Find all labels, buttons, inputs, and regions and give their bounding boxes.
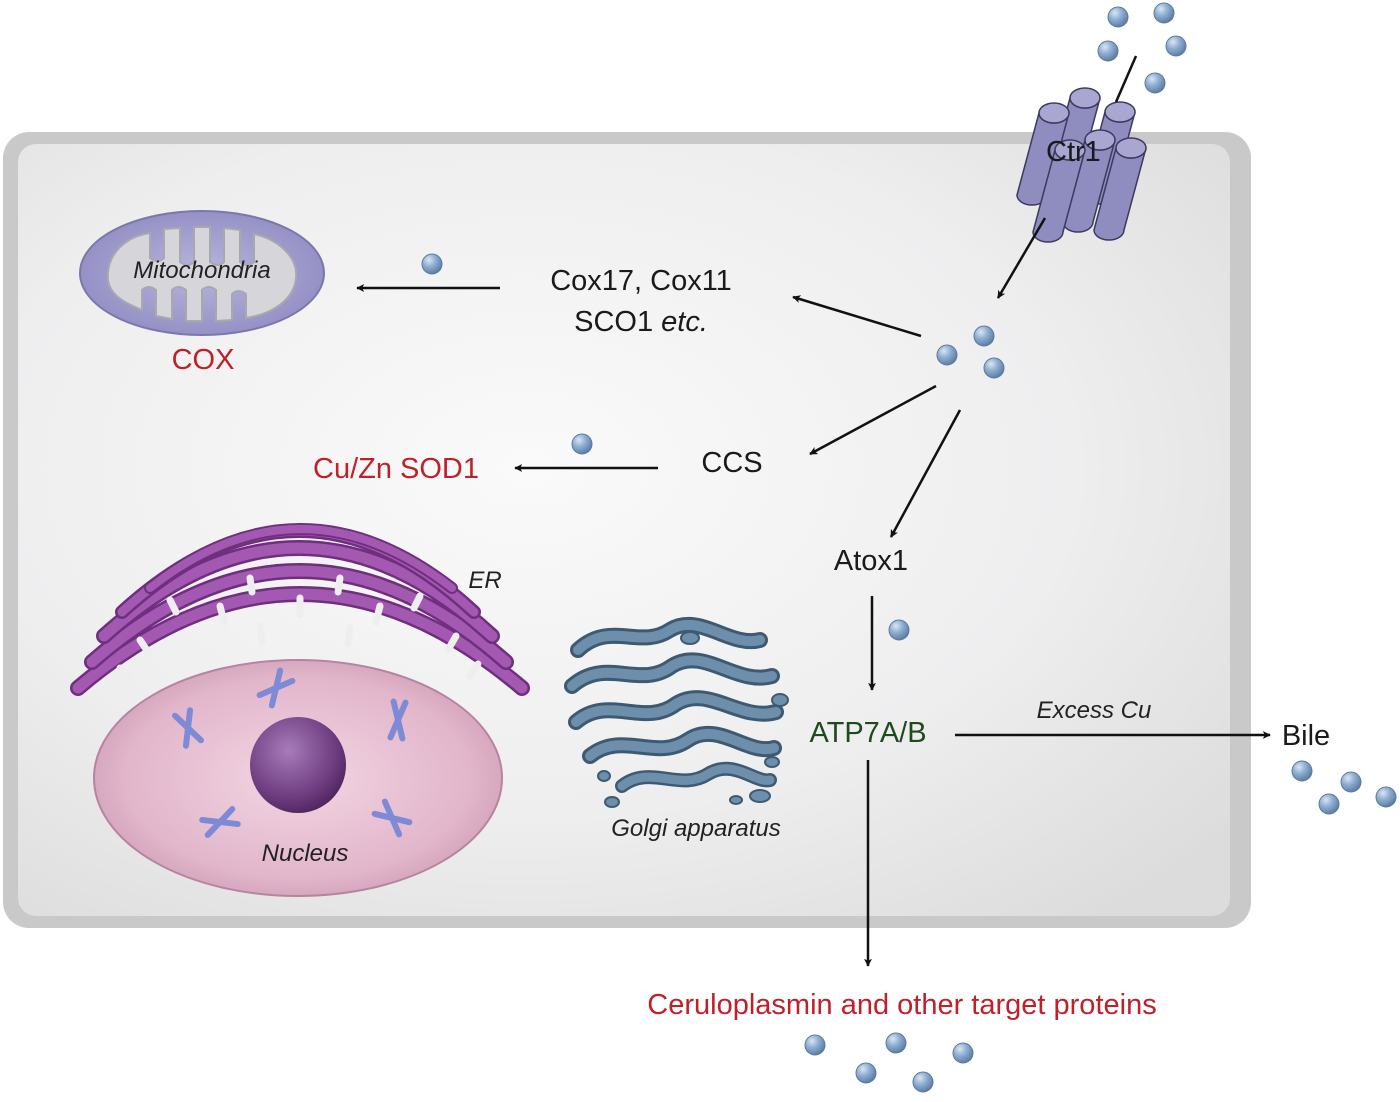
cox17-cox11-label: Cox17, Cox11 — [550, 265, 732, 297]
arrows — [356, 55, 1271, 967]
mitochondria-label: Mitochondria — [133, 257, 270, 284]
copper-ion — [1107, 6, 1129, 28]
copper-ion — [1318, 793, 1340, 815]
cox-label: COX — [172, 344, 235, 376]
atp7-label: ATP7A/B — [809, 717, 926, 749]
ctr1-cylinder — [1093, 137, 1147, 241]
arrow-to-atox1 — [889, 409, 962, 538]
ctr1-cylinder — [1032, 139, 1086, 243]
chromosomes — [172, 667, 413, 838]
line-extracellular-to-ctr1 — [1114, 55, 1138, 103]
er-label: ER — [468, 567, 501, 594]
ctr1-cylinders — [1016, 87, 1147, 243]
copper-ion — [1153, 2, 1175, 24]
nucleolus — [250, 717, 346, 813]
excess-cu-label: Excess Cu — [1037, 697, 1152, 724]
copper-ion — [1375, 786, 1397, 808]
copper-ion — [952, 1042, 974, 1064]
copper-ion — [983, 357, 1005, 379]
copper-ion — [1340, 771, 1362, 793]
golgi-label: Golgi apparatus — [611, 815, 780, 842]
endoplasmic-reticulum — [70, 523, 530, 696]
ctr1-transporter: Ctr1 — [1016, 87, 1147, 243]
nucleus-label: Nucleus — [262, 840, 349, 867]
copper-ions — [421, 2, 1397, 1093]
sod1-label: Cu/Zn SOD1 — [313, 453, 479, 485]
copper-ion — [885, 1032, 907, 1054]
atox1-label: Atox1 — [834, 545, 908, 577]
etc-text: etc. — [661, 306, 708, 338]
copper-ion — [973, 325, 995, 347]
sco1-etc-label: SCO1 etc. — [574, 306, 708, 338]
ctr1-label: Ctr1 — [1046, 136, 1101, 168]
mitochondria: Mitochondria — [79, 210, 325, 336]
bile-label: Bile — [1282, 720, 1330, 752]
sco1-text: SCO1 — [574, 306, 661, 338]
arrow-ctr1-to-cytosol — [996, 217, 1047, 299]
copper-ion — [571, 433, 593, 455]
arrow-to-cox17 — [792, 295, 922, 338]
mitochondria-cristae — [106, 226, 298, 323]
ctr1-cylinder — [1062, 129, 1116, 233]
copper-ion — [855, 1062, 877, 1084]
nucleus: Nucleus — [93, 659, 503, 897]
arrow-to-ccs — [809, 384, 937, 456]
copper-ion — [421, 253, 443, 275]
copper-ion — [1291, 760, 1313, 782]
copper-ion — [936, 344, 958, 366]
ceruloplasmin-label: Ceruloplasmin and other target proteins — [647, 989, 1156, 1021]
copper-ion — [1165, 35, 1187, 57]
golgi-apparatus: Golgi apparatus — [564, 616, 789, 842]
copper-ion — [912, 1071, 934, 1093]
copper-ion — [888, 619, 910, 641]
ccs-label: CCS — [701, 447, 762, 479]
copper-ion — [804, 1034, 826, 1056]
copper-ion — [1097, 40, 1119, 62]
copper-ion — [1144, 72, 1166, 94]
